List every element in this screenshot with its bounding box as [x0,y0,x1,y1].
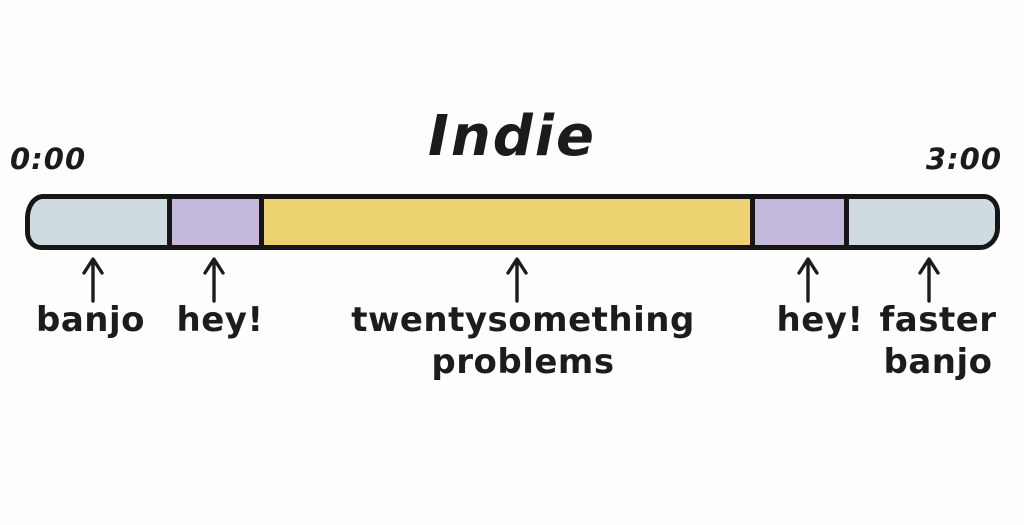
chart-title: Indie [428,104,596,169]
annotation-line: banjo [36,300,145,340]
up-arrow-icon [203,257,225,303]
annotation-hey-1: hey! [160,299,280,341]
annotation-faster-banjo: faster banjo [856,299,1020,383]
annotation-line: hey! [776,300,864,340]
time-end-label: 3:00 [925,142,1002,176]
time-start-label: 0:00 [10,142,87,176]
song-timeline-bar [25,194,1000,250]
annotation-line: banjo [883,342,993,382]
up-arrow-icon [918,257,940,303]
annotation-line: faster [879,300,997,340]
annotation-line: hey! [176,300,264,340]
segment-faster-banjo [849,199,995,245]
segment-banjo [30,199,172,245]
up-arrow-icon [82,257,104,303]
annotation-line: twentysomething [351,300,695,340]
annotation-line: problems [431,342,615,382]
annotation-banjo: banjo [18,299,163,341]
annotation-hey-2: hey! [758,299,882,341]
up-arrow-icon [797,257,819,303]
annotation-twentysomething-problems: twentysomething problems [333,299,713,383]
segment-hey-2 [754,199,850,245]
up-arrow-icon [506,257,528,303]
segment-hey-1 [171,199,265,245]
segment-twentysomething-problems [264,199,755,245]
